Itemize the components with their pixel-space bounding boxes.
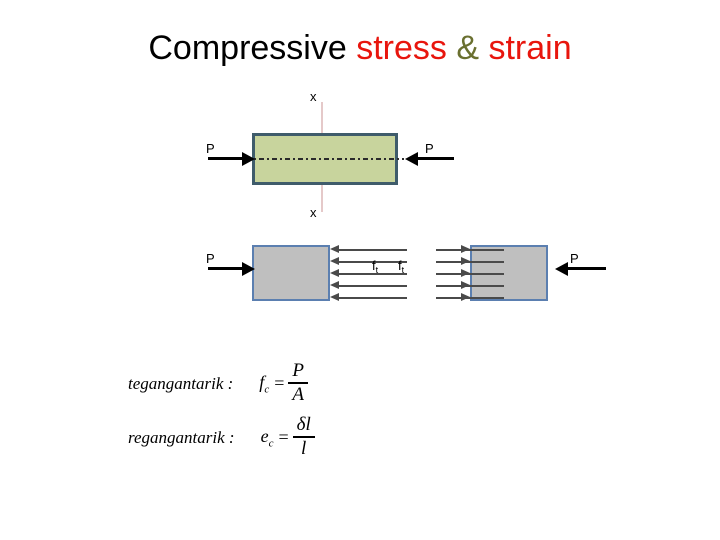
formula-stress-numerator: P (292, 360, 304, 381)
formula-stress-term: tegangantarik : (128, 373, 234, 393)
title-part-stress: stress (356, 29, 447, 67)
formula-stress-denominator: A (292, 383, 304, 405)
title-part-strain: strain (488, 29, 572, 67)
formula-strain-equals: = (278, 427, 289, 448)
formula-stress-fraction-bar (288, 382, 308, 384)
formula-strain-symbol: ec (261, 426, 274, 450)
formula-strain-symbol-sub: c (268, 437, 274, 450)
formula-stress-symbol: fc (259, 372, 269, 396)
formula-strain-denominator: l (301, 437, 307, 459)
formula-strain-term: regangantarik : (128, 427, 235, 447)
formula-stress-symbol-base: f (259, 371, 265, 392)
title-part-compressive: Compressive (148, 29, 357, 67)
formula-strain-numerator: δl (296, 414, 311, 435)
formula-strain-fraction-bar (292, 436, 315, 438)
formula-stress-symbol-sub: c (264, 383, 270, 396)
formula-strain-symbol-base: e (260, 425, 269, 446)
title-part-ampersand: & (446, 29, 489, 67)
formula-stress-equals: = (274, 373, 285, 394)
page-title: Compressive stress & strain (0, 28, 720, 68)
